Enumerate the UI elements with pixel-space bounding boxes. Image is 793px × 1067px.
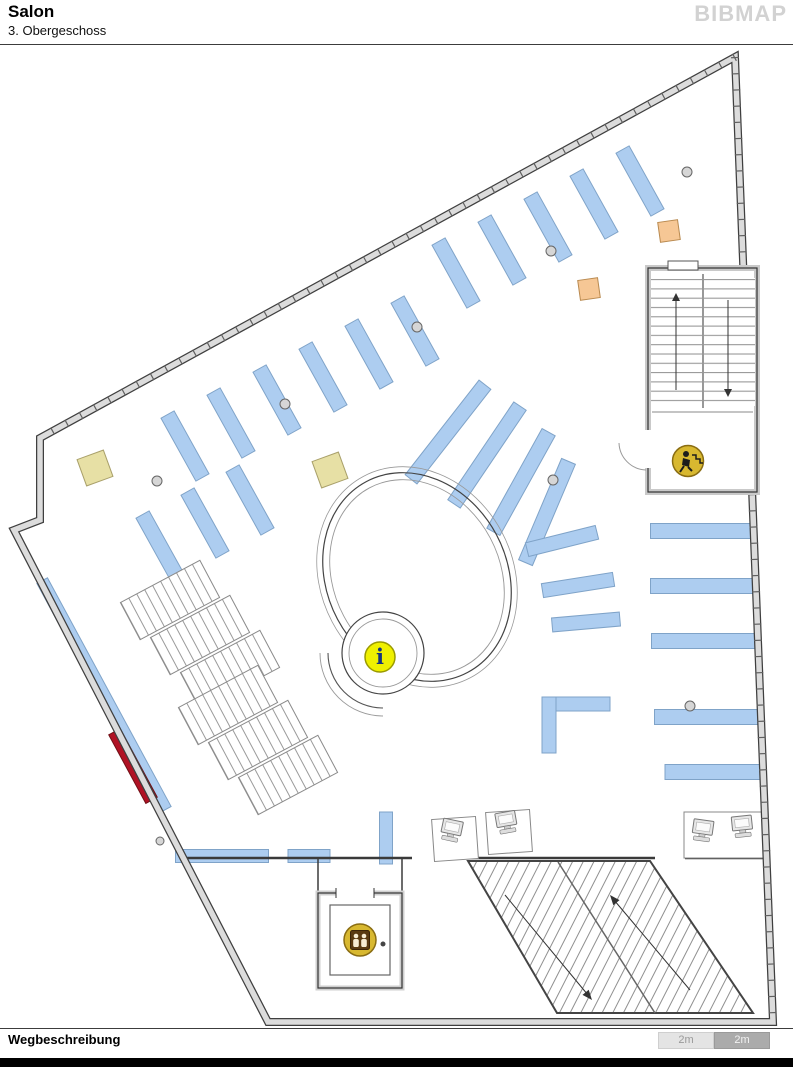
computer-desks-right xyxy=(683,811,767,859)
bibmap-logo: BIBMAP xyxy=(694,1,787,26)
floor-subtitle: 3. Obergeschoss xyxy=(8,23,107,38)
elevator-icon[interactable] xyxy=(343,923,377,957)
map-squares xyxy=(76,219,681,489)
page-header: Salon 3. Obergeschoss BIBMAP xyxy=(0,0,793,45)
stairwell-right xyxy=(618,260,760,495)
bottom-bar xyxy=(0,1058,793,1067)
reading-tables xyxy=(119,559,339,816)
outer-walls xyxy=(8,50,778,1026)
wegbeschreibung-label: Wegbeschreibung xyxy=(8,1032,121,1047)
stairs-person-icon[interactable] xyxy=(671,444,705,478)
staircase-bottom xyxy=(466,860,755,1014)
columns xyxy=(151,166,696,846)
page-footer: Wegbeschreibung 2m 2m xyxy=(0,1028,793,1059)
floor-title: Salon xyxy=(8,2,55,21)
scale-bar-dark: 2m xyxy=(714,1032,770,1049)
svg-text:i: i xyxy=(376,644,384,669)
computer-desks-left xyxy=(431,808,533,863)
scale-bar-light: 2m xyxy=(658,1032,714,1049)
info-icon[interactable]: i xyxy=(364,641,396,673)
elevator xyxy=(315,887,405,991)
